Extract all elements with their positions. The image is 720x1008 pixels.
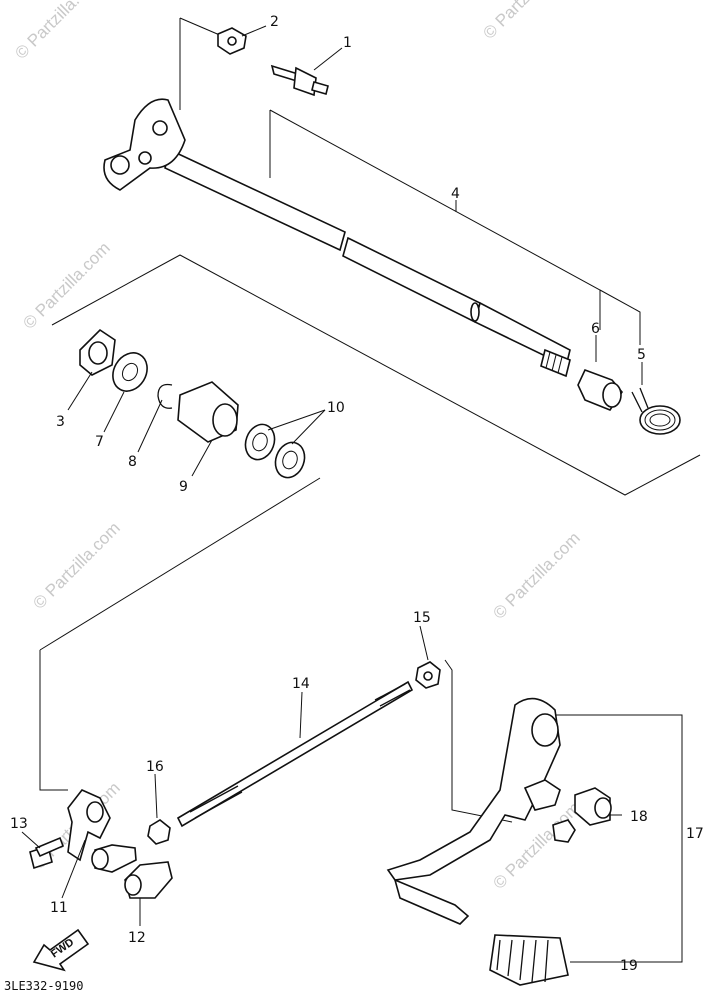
watermark: © Partzilla.com (29, 518, 123, 612)
callout-6: 6 (591, 321, 600, 337)
callout-19: 19 (620, 958, 638, 974)
callout-3: 3 (56, 414, 65, 430)
callout-2: 2 (270, 14, 279, 30)
callout-13: 13 (10, 816, 28, 832)
callout-4: 4 (451, 186, 460, 202)
washer-group (39, 254, 701, 791)
watermark: © Partzilla.com (19, 238, 113, 332)
callout-11: 11 (50, 900, 68, 916)
callout-17: 17 (686, 826, 704, 842)
drawing-code: 3LE332-9190 (4, 979, 83, 993)
callout-15: 15 (413, 610, 431, 626)
spring (631, 387, 681, 435)
callout-7: 7 (95, 434, 104, 450)
callout-5: 5 (637, 347, 646, 363)
callout-1: 1 (343, 35, 352, 51)
callout-16: 16 (146, 759, 164, 775)
callout-12: 12 (128, 930, 146, 946)
callouts: 1 2 3 4 5 6 7 8 9 10 11 12 13 14 15 16 1… (10, 14, 704, 974)
watermark: © Partzilla.com (479, 0, 573, 43)
callout-8: 8 (128, 454, 137, 470)
shift-linkage (29, 659, 683, 986)
callout-14: 14 (292, 676, 310, 692)
fwd-arrow: FWD (32, 928, 90, 972)
callout-18: 18 (630, 809, 648, 825)
watermark: © Partzilla.com (11, 0, 105, 63)
callout-10: 10 (327, 400, 345, 416)
leader-lines (21, 25, 643, 926)
watermark: © Partzilla.com (489, 528, 583, 622)
callout-9: 9 (179, 479, 188, 495)
shift-shaft-assembly (103, 17, 681, 435)
